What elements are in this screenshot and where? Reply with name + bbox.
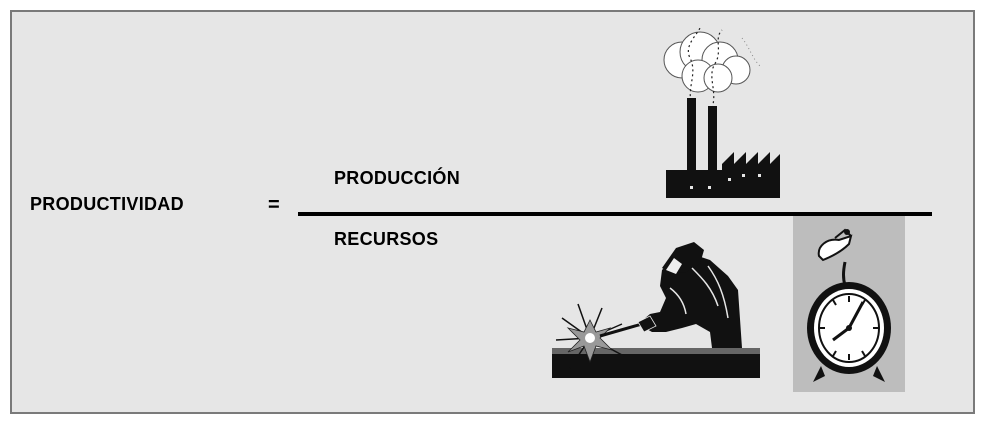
denominator-label: RECURSOS — [334, 229, 439, 249]
productivity-label: PRODUCTIVIDAD — [30, 194, 184, 214]
factory-icon — [663, 27, 780, 198]
welder-icon — [552, 242, 760, 378]
numerator-label: PRODUCCIÓN — [334, 168, 461, 188]
equals-sign: = — [268, 194, 280, 216]
fraction-bar — [298, 212, 932, 216]
alarm-clock-icon — [807, 228, 891, 382]
